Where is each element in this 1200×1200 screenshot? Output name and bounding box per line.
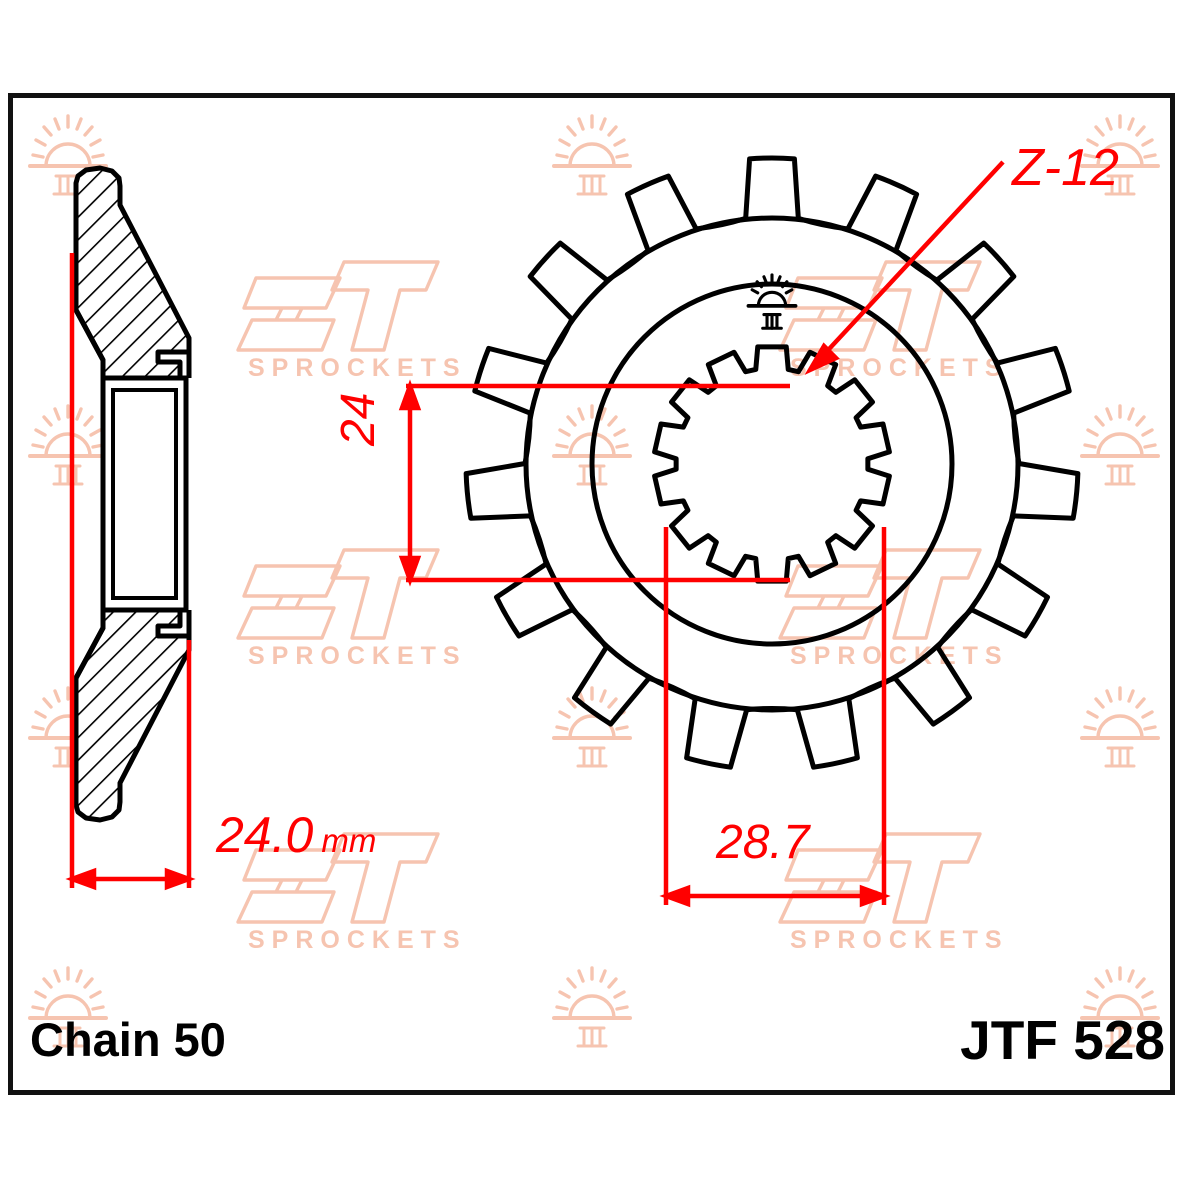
teeth-count-label: Z-12 <box>1012 139 1119 197</box>
chain-size-label: Chain 50 <box>30 1013 226 1066</box>
front-view <box>463 155 1081 770</box>
teeth-leader <box>804 160 1005 376</box>
drawing-frame <box>8 93 1175 1095</box>
dim-span-lines <box>659 527 891 908</box>
outer-body-circle <box>523 215 1021 713</box>
dim-thickness-lines <box>65 253 196 891</box>
thickness-unit: mm <box>321 822 377 859</box>
bore-dimension-label: 24 <box>332 392 385 446</box>
thickness-value: 24.0 <box>216 807 314 863</box>
dim-bore-lines <box>398 379 790 587</box>
dimension-layer <box>65 160 1005 908</box>
section-view <box>73 165 192 823</box>
span-dimension-label: 28.7 <box>716 816 810 869</box>
part-number-label: JTF 528 <box>960 1009 1165 1071</box>
inner-body-circle <box>589 281 955 647</box>
sprocket-face-logo <box>746 273 798 330</box>
